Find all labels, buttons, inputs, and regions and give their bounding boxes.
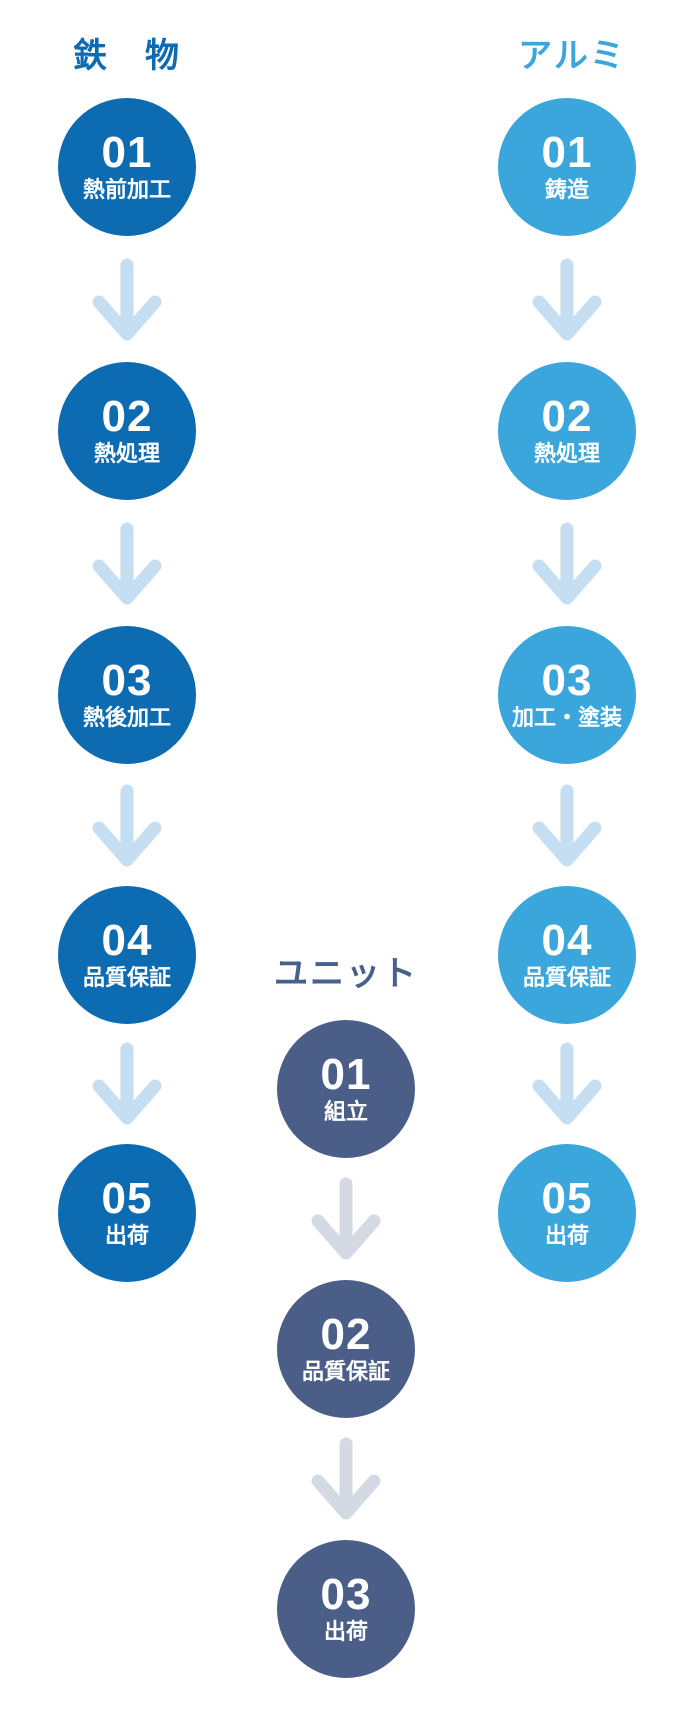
step-number: 05 [101,1174,153,1224]
step-number: 01 [101,128,153,178]
down-arrow-icon [310,1177,382,1261]
column-header-aluminum: アルミ [518,37,626,75]
column-header-unit: ユニット [274,955,418,993]
down-arrow-icon [310,1437,382,1521]
iron-step-1-circle: 01 熱前加工 [58,98,196,236]
unit-step-3-circle: 03 出荷 [277,1540,415,1678]
step-number: 01 [541,128,593,178]
down-arrow-icon [91,784,163,868]
step-label: 熱処理 [533,441,600,467]
iron-step-5-circle: 05 出荷 [58,1144,196,1282]
step-number: 01 [320,1050,372,1100]
aluminum-step-3-circle: 03 加工・塗装 [498,626,636,764]
iron-step-3-circle: 03 熱後加工 [58,626,196,764]
down-arrow-icon [91,258,163,342]
step-number: 03 [101,656,153,706]
iron-step-4-circle: 04 品質保証 [58,886,196,1024]
down-arrow-icon [91,522,163,606]
step-label: 品質保証 [82,965,171,991]
aluminum-step-4-circle: 04 品質保証 [498,886,636,1024]
unit-step-2-circle: 02 品質保証 [277,1280,415,1418]
unit-step-1-circle: 01 組立 [277,1020,415,1158]
step-label: 品質保証 [301,1359,390,1385]
step-label: 出荷 [323,1619,368,1645]
step-label: 出荷 [104,1223,149,1249]
step-label: 熱後加工 [82,705,171,731]
aluminum-step-1-circle: 01 鋳造 [498,98,636,236]
step-number: 02 [101,392,153,442]
iron-step-2-circle: 02 熱処理 [58,362,196,500]
step-label: 出荷 [544,1223,589,1249]
aluminum-step-2-circle: 02 熱処理 [498,362,636,500]
down-arrow-icon [531,784,603,868]
down-arrow-icon [91,1042,163,1126]
step-label: 品質保証 [522,965,611,991]
down-arrow-icon [531,258,603,342]
down-arrow-icon [531,522,603,606]
step-number: 04 [541,916,593,966]
step-number: 04 [101,916,153,966]
step-number: 02 [541,392,593,442]
column-header-iron: 鉄 物 [73,37,181,75]
step-label: 鋳造 [544,177,589,203]
step-label: 熱前加工 [82,177,171,203]
step-number: 05 [541,1174,593,1224]
down-arrow-icon [531,1042,603,1126]
step-number: 03 [541,656,593,706]
step-label: 熱処理 [93,441,160,467]
step-number: 03 [320,1570,372,1620]
step-number: 02 [320,1310,372,1360]
aluminum-step-5-circle: 05 出荷 [498,1144,636,1282]
step-label: 加工・塗装 [511,705,622,731]
step-label: 組立 [323,1099,368,1125]
